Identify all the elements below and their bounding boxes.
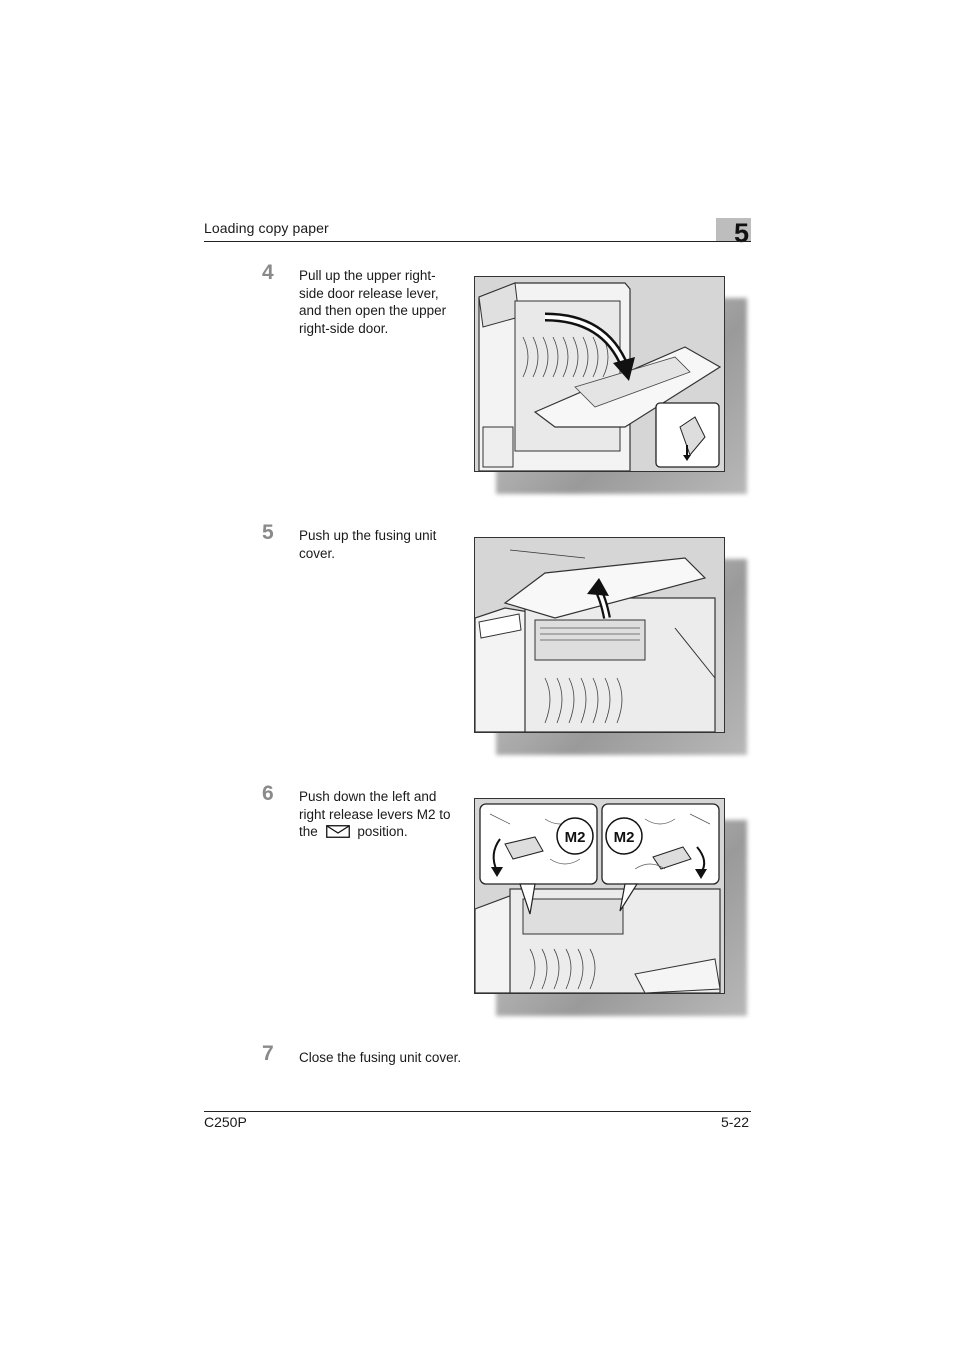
chapter-number: 5 <box>733 218 749 248</box>
step-text-line: right release levers M2 to <box>299 806 451 822</box>
step-text-line: the position. <box>299 823 464 841</box>
step-illustration <box>474 537 747 755</box>
figure-frame <box>474 537 725 733</box>
step-text-fragment: the <box>299 824 318 839</box>
figure-frame <box>474 276 725 472</box>
page-number: 5-22 <box>720 1114 749 1130</box>
callout-label: M2 <box>565 829 586 846</box>
step-illustration: M2 M2 <box>474 798 747 1016</box>
step-text-line: right-side door. <box>299 320 389 336</box>
callout-label: M2 <box>614 829 635 846</box>
footer-divider <box>204 1111 751 1112</box>
step-text-line: Push down the left and <box>299 789 437 804</box>
step-text-line: and then open the upper <box>299 303 447 318</box>
step-instruction: Push up the fusing unit cover. <box>299 527 464 562</box>
step-text-line: side door release lever, <box>299 285 439 301</box>
chapter-tab <box>716 218 751 242</box>
step-illustration <box>474 276 747 494</box>
step-number: 4 <box>262 261 274 284</box>
step-instruction: Pull up the upper right- side door relea… <box>299 267 464 337</box>
step-text-line: Close the fusing unit cover. <box>299 1050 462 1065</box>
step-text-line: cover. <box>299 545 336 561</box>
step-text-fragment: position. <box>357 824 408 839</box>
printer-door-illustration <box>475 277 724 471</box>
step-text-line: Push up the fusing unit <box>299 528 437 543</box>
header-divider <box>204 241 751 242</box>
footer-model: C250P <box>204 1114 247 1130</box>
step-number: 7 <box>262 1042 274 1065</box>
step-instruction: Close the fusing unit cover. <box>299 1049 519 1067</box>
release-levers-illustration: M2 M2 <box>475 799 724 993</box>
section-title: Loading copy paper <box>204 220 329 236</box>
step-instruction: Push down the left and right release lev… <box>299 788 464 841</box>
envelope-icon <box>325 825 350 838</box>
step-number: 5 <box>262 521 274 544</box>
figure-frame: M2 M2 <box>474 798 725 994</box>
fusing-cover-illustration <box>475 538 724 732</box>
step-number: 6 <box>262 782 274 805</box>
step-text-line: Pull up the upper right- <box>299 268 436 283</box>
